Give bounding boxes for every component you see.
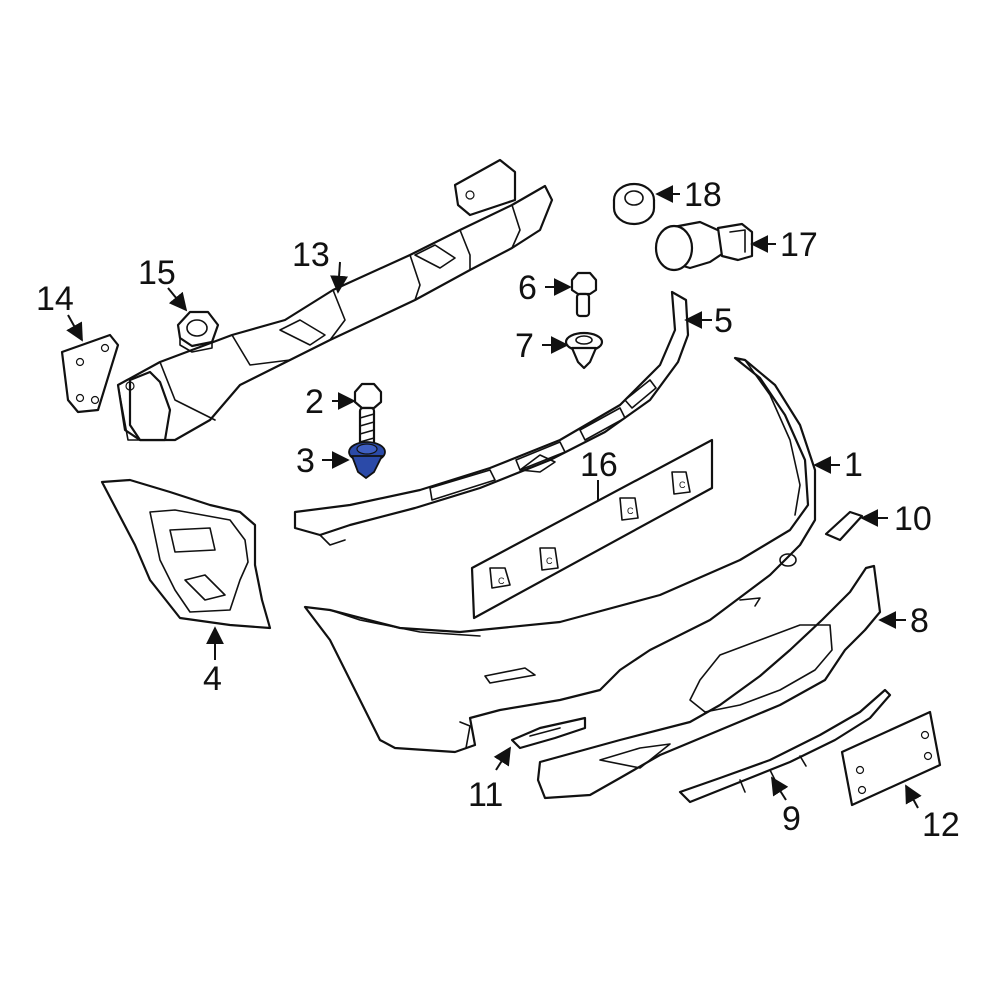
callout-8: 8 bbox=[910, 602, 929, 640]
side-bracket[interactable] bbox=[100, 478, 272, 630]
callout-1: 1 bbox=[844, 446, 863, 484]
clip-c-1: C bbox=[489, 567, 511, 589]
callout-14: 14 bbox=[36, 280, 74, 318]
callout-5: 5 bbox=[714, 302, 733, 340]
bracket-plate[interactable] bbox=[60, 333, 120, 414]
reinforcement-beam[interactable] bbox=[116, 158, 554, 442]
callout-4: 4 bbox=[203, 660, 222, 698]
hex-nut[interactable] bbox=[176, 310, 220, 353]
callout-18: 18 bbox=[684, 176, 722, 214]
callout-12: 12 bbox=[922, 806, 960, 844]
energy-absorber[interactable] bbox=[293, 290, 690, 546]
svg-text:C: C bbox=[546, 556, 553, 566]
callout-11: 11 bbox=[468, 776, 503, 814]
callout-15: 15 bbox=[138, 254, 176, 292]
clip-c-4: C bbox=[671, 471, 691, 495]
callout-2: 2 bbox=[305, 383, 324, 421]
license-plate-bracket[interactable] bbox=[840, 710, 942, 807]
bolt-small[interactable] bbox=[570, 271, 598, 318]
leader-lines bbox=[66, 185, 922, 809]
lower-trim-strip[interactable] bbox=[678, 688, 892, 804]
lower-diffuser[interactable] bbox=[536, 564, 882, 800]
clip[interactable] bbox=[564, 331, 604, 370]
push-clip-highlighted[interactable] bbox=[348, 441, 386, 480]
callout-17: 17 bbox=[780, 226, 818, 264]
callout-6: 6 bbox=[518, 269, 537, 307]
callout-7: 7 bbox=[515, 327, 534, 365]
callout-3: 3 bbox=[296, 442, 315, 480]
clip-c-3: C bbox=[619, 497, 639, 521]
clip-c-2: C bbox=[539, 547, 559, 571]
callout-labels: 13 15 14 2 3 6 7 5 18 17 16 1 10 8 4 11 … bbox=[36, 176, 960, 844]
parking-sensor[interactable] bbox=[654, 220, 754, 272]
callout-16: 16 bbox=[580, 446, 618, 484]
trim-molding[interactable] bbox=[510, 716, 587, 750]
bolt[interactable] bbox=[353, 382, 383, 452]
callout-10: 10 bbox=[894, 500, 932, 538]
svg-text:C: C bbox=[627, 506, 634, 516]
svg-text:C: C bbox=[498, 576, 505, 586]
clip-strip-panel[interactable]: C C C C bbox=[470, 438, 714, 620]
bumper-cover[interactable] bbox=[303, 356, 817, 754]
svg-text:C: C bbox=[679, 480, 686, 490]
trim-piece[interactable] bbox=[824, 510, 864, 542]
callout-13: 13 bbox=[292, 236, 330, 274]
callout-9: 9 bbox=[782, 800, 801, 838]
sensor-grommet[interactable] bbox=[612, 182, 656, 226]
